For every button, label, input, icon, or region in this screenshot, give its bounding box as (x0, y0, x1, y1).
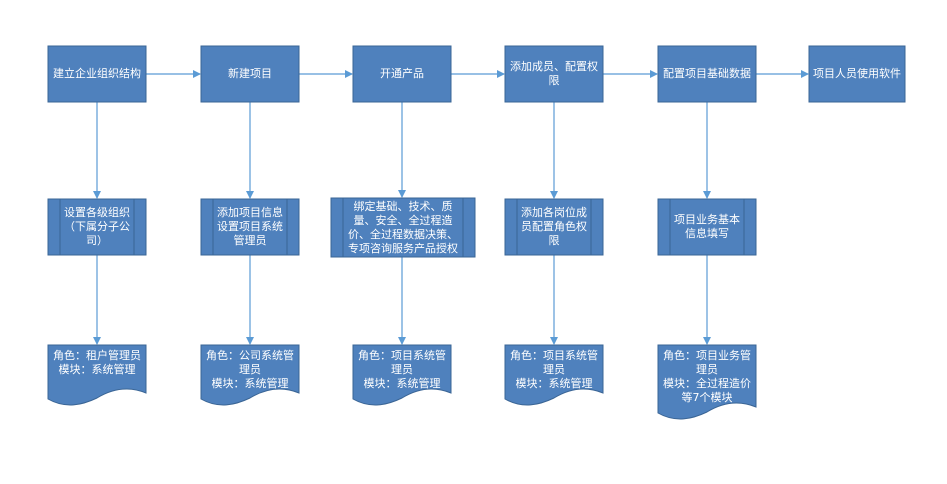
step-box-6 (808, 45, 906, 103)
role-label-2: 角色：公司系统管 理员 模块：系统管理 (206, 349, 294, 390)
role-label-5: 角色：项目业务管 理员 模块：全过程造价 等7个模块 (663, 349, 751, 404)
step-box-1 (47, 45, 147, 103)
step-box-5 (657, 45, 757, 103)
task-label-2: 添加项目信息 设置项目系统 管理员 (217, 206, 283, 247)
role-doc-4 (504, 344, 604, 406)
role-label-1: 角色：租户管理员 模块：系统管理 (53, 349, 141, 376)
role-doc-1 (47, 344, 147, 406)
role-label-3: 角色：项目系统管 理员 模块：系统管理 (358, 349, 446, 390)
step-label-6: 项目人员使用软件 (813, 67, 901, 80)
step-box-2 (200, 45, 300, 103)
step-box-4 (504, 45, 604, 103)
task-label-4: 添加各岗位成 员配置角色权 限 (521, 206, 587, 247)
task-label-3: 绑定基础、技术、质 量、安全、全过程造 价、全过程数据决策、 专项咨询服务产品授… (348, 199, 458, 255)
task-box-5 (657, 198, 757, 256)
task-label-1: 设置各级组织 （下属分子公 司） (64, 206, 130, 247)
task-box-1 (47, 198, 147, 256)
task-box-4 (504, 198, 604, 256)
role-doc-2 (200, 344, 300, 406)
role-doc-5 (657, 344, 757, 420)
step-label-1: 建立企业组织结构 (53, 67, 141, 80)
step-box-3 (352, 45, 452, 103)
task-label-5: 项目业务基本 信息填写 (674, 213, 740, 240)
task-box-2 (200, 198, 300, 256)
step-label-4: 添加成员、配置权 限 (510, 60, 598, 87)
task-box-3 (330, 197, 476, 258)
step-label-3: 开通产品 (380, 67, 424, 80)
step-label-5: 配置项目基础数据 (663, 67, 751, 80)
step-label-2: 新建项目 (228, 67, 272, 80)
role-label-4: 角色：项目系统管 理员 模块：系统管理 (510, 349, 598, 390)
role-doc-3 (352, 344, 452, 406)
